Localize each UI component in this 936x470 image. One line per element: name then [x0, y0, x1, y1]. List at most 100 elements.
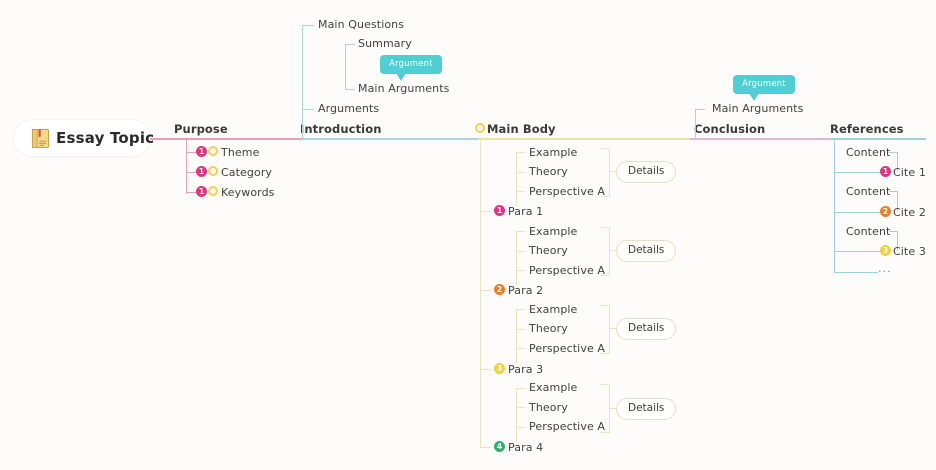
purpose-stub-1	[186, 152, 196, 154]
references-content-1[interactable]: Content	[846, 146, 891, 159]
para-4-details-bracket-bottom	[601, 432, 610, 434]
para-2-details-connector	[609, 250, 617, 252]
purpose-spine	[186, 138, 188, 194]
para-2-detail-theory[interactable]: Theory	[529, 244, 568, 257]
references-content-elbow-top-1	[889, 152, 898, 154]
para-1-detail-theory[interactable]: Theory	[529, 165, 568, 178]
para-2-detail-stub	[516, 251, 525, 253]
para-label-2[interactable]: Para 2	[508, 284, 544, 297]
references-content-elbow-2	[897, 191, 899, 212]
root-node-essay-topic[interactable]: Essay Topic	[14, 120, 154, 156]
references-stub-more	[834, 272, 878, 274]
main-body-stub-para-2	[480, 290, 491, 292]
para-4-details-bracket-top	[601, 384, 610, 386]
para-4-detail-perspective-a[interactable]: Perspective A	[529, 420, 606, 433]
para-1-detail-spine	[516, 152, 518, 206]
conclusion-item-main-arguments[interactable]: Main Arguments	[712, 102, 804, 115]
para-1-detail-perspective-a[interactable]: Perspective A	[529, 185, 606, 198]
para-4-detail-example[interactable]: Example	[529, 381, 578, 394]
references-content-3[interactable]: Content	[846, 225, 891, 238]
introduction-sub-spine	[345, 44, 347, 90]
para-2-detail-spine	[516, 231, 518, 285]
main-body-stub-para-1	[480, 211, 491, 213]
references-more-indicator[interactable]: ...	[878, 262, 892, 275]
introduction-item-arguments[interactable]: Arguments	[318, 102, 380, 115]
main-body-stub-para-4	[480, 447, 491, 449]
para-3-detail-perspective-a[interactable]: Perspective A	[529, 342, 606, 355]
axis-segment-references	[830, 138, 926, 140]
references-content-elbow-1	[897, 152, 899, 172]
para-1-detail-stub	[516, 191, 525, 193]
cite-badge-3: 3	[880, 245, 891, 256]
references-content-elbow-top-2	[889, 191, 898, 193]
para-badge: 1	[494, 205, 505, 216]
para-4-detail-stub	[516, 427, 525, 429]
para-label-4[interactable]: Para 4	[508, 441, 544, 454]
para-1-details-connector	[609, 171, 617, 173]
stage-label-references[interactable]: References	[830, 122, 904, 136]
main-body-spine	[480, 138, 482, 448]
para-1-detail-example[interactable]: Example	[529, 146, 578, 159]
references-stub-cite-1	[834, 172, 881, 174]
cite-badge-1: 1	[880, 166, 891, 177]
para-badge: 3	[494, 363, 505, 374]
para-badge: 2	[494, 284, 505, 295]
para-1-details-bracket-bottom	[601, 196, 610, 198]
para-4-details-connector	[609, 408, 617, 410]
conclusion-stub	[695, 109, 705, 111]
introduction-subitem-summary[interactable]: Summary	[358, 37, 412, 50]
para-3-detail-example[interactable]: Example	[529, 303, 578, 316]
purpose-item-ring	[208, 186, 218, 196]
para-label-3[interactable]: Para 3	[508, 363, 544, 376]
para-4-detail-theory[interactable]: Theory	[529, 401, 568, 414]
references-content-elbow-3	[897, 231, 899, 251]
introduction-sub-stub-main-arguments	[345, 89, 355, 91]
conclusion-spine	[695, 109, 697, 138]
para-1-details-bracket-top	[601, 148, 610, 150]
purpose-item-badge: 1	[196, 146, 207, 157]
purpose-item-badge: 1	[196, 186, 207, 197]
para-3-details-connector	[609, 328, 617, 330]
references-spine	[834, 138, 836, 272]
para-label-1[interactable]: Para 1	[508, 205, 544, 218]
stage-label-introduction[interactable]: Introduction	[300, 122, 382, 136]
details-pill-para-3[interactable]: Details	[616, 318, 677, 340]
para-2-detail-perspective-a[interactable]: Perspective A	[529, 264, 606, 277]
purpose-stub-2	[186, 172, 196, 174]
stage-label-purpose[interactable]: Purpose	[174, 122, 228, 136]
axis-segment-main-body	[478, 138, 690, 140]
references-stub-cite-2	[834, 212, 881, 214]
para-4-detail-stub	[516, 388, 525, 390]
details-pill-para-1[interactable]: Details	[616, 161, 677, 183]
para-3-detail-spine	[516, 309, 518, 363]
axis-segment-purpose	[150, 138, 302, 140]
references-content-2[interactable]: Content	[846, 185, 891, 198]
details-pill-para-2[interactable]: Details	[616, 240, 677, 262]
purpose-item-theme[interactable]: Theme	[221, 146, 260, 159]
details-pill-para-4[interactable]: Details	[616, 398, 677, 420]
references-cite-3[interactable]: Cite 3	[893, 245, 926, 258]
para-2-detail-example[interactable]: Example	[529, 225, 578, 238]
para-2-details-bracket-top	[601, 227, 610, 229]
argument-callout-conclusion[interactable]: Argument	[733, 75, 795, 101]
para-3-detail-stub	[516, 309, 525, 311]
stage-label-main-body[interactable]: Main Body	[487, 122, 556, 136]
introduction-item-main-questions[interactable]: Main Questions	[318, 18, 405, 31]
root-node-label: Essay Topic	[56, 129, 155, 147]
stage-label-conclusion[interactable]: Conclusion	[694, 122, 766, 136]
para-2-detail-stub	[516, 231, 525, 233]
para-badge: 4	[494, 441, 505, 452]
para-3-detail-theory[interactable]: Theory	[529, 322, 568, 335]
references-cite-2[interactable]: Cite 2	[893, 206, 926, 219]
references-cite-1[interactable]: Cite 1	[893, 166, 926, 179]
purpose-item-ring	[208, 166, 218, 176]
purpose-item-category[interactable]: Category	[221, 166, 273, 179]
references-content-elbow-top-3	[889, 231, 898, 233]
argument-callout-introduction[interactable]: Argument	[380, 55, 442, 81]
purpose-item-keywords[interactable]: Keywords	[221, 186, 275, 199]
main-body-stub-para-3	[480, 369, 491, 371]
para-2-details-bracket-bottom	[601, 275, 610, 277]
para-3-detail-stub	[516, 348, 525, 350]
introduction-subitem-main-arguments[interactable]: Main Arguments	[358, 82, 450, 95]
cite-badge-2: 2	[880, 206, 891, 217]
